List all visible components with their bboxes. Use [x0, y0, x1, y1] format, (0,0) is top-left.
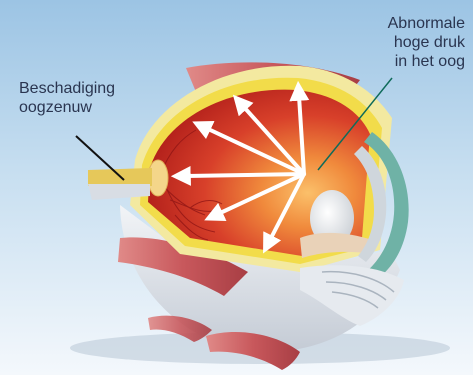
- pressure-arrow: [186, 174, 304, 176]
- label-line: in het oog: [395, 53, 465, 70]
- label-line: Abnormale: [388, 15, 465, 32]
- label-line: hoge druk: [394, 34, 465, 51]
- label-abnormal-pressure: Abnormale hoge druk in het oog: [388, 14, 465, 71]
- label-optic-nerve-damage: Beschadiging oogzenuw: [19, 79, 115, 117]
- label-line: oogzenuw: [19, 99, 92, 116]
- label-line: Beschadiging: [19, 80, 115, 97]
